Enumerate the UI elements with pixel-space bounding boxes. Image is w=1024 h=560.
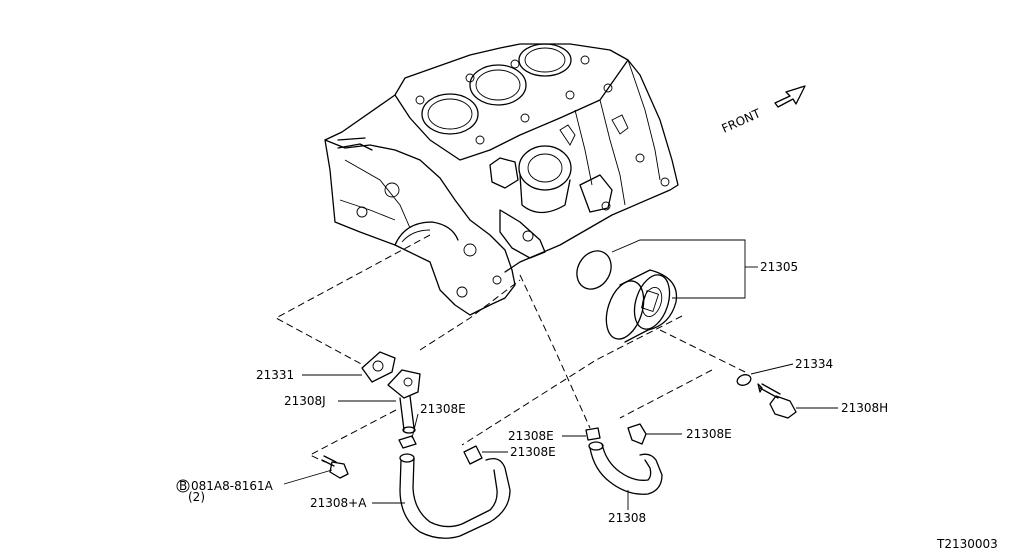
washer-21334: [736, 363, 794, 386]
assembly-guide-lines: [274, 234, 746, 463]
callout-21308E-4: 21308E: [686, 427, 732, 441]
front-arrow-icon: [774, 85, 806, 108]
oil-cooler-assembly: [576, 239, 758, 343]
callout-bolt-part: 081A8-8161A: [191, 479, 274, 493]
hose-clamp-21308E-left-lower: [463, 445, 508, 465]
engine-block: [324, 43, 679, 316]
callout-21334: 21334: [795, 357, 833, 371]
callout-21331: 21331: [256, 368, 294, 382]
hose-clamp-21308E-left-upper: [398, 413, 419, 449]
callout-21308E-2: 21308E: [510, 445, 556, 459]
bolt-symbol-icon: [176, 479, 190, 493]
hose-clamp-21308E-right: [627, 423, 682, 445]
callout-21308E-1: 21308E: [420, 402, 466, 416]
front-direction-indicator: FRONT: [720, 85, 806, 136]
water-hose-21308A: [372, 453, 511, 539]
hose-clamp-21308E-center: [562, 427, 601, 441]
drawing-number: T2130003: [936, 537, 998, 551]
callout-21308E-3: 21308E: [508, 429, 554, 443]
callout-21308H: 21308H: [841, 401, 888, 415]
callout-21308: 21308: [608, 511, 646, 525]
water-hose-21308: [588, 441, 663, 510]
callout-bolt-qty: (2): [188, 490, 205, 504]
front-label: FRONT: [720, 106, 764, 136]
callout-21308A: 21308+A: [310, 496, 367, 510]
connector-bolt-21308H: [757, 383, 838, 419]
water-pipe-21308J: [338, 369, 421, 434]
bolt-callout: B 081A8-8161A (2): [176, 479, 274, 504]
bolt-symbol: B: [179, 479, 187, 493]
mounting-bolt: [283, 455, 349, 485]
callout-21308J: 21308J: [284, 394, 326, 408]
gasket-21331: [302, 351, 396, 383]
callout-21305: 21305: [760, 260, 798, 274]
